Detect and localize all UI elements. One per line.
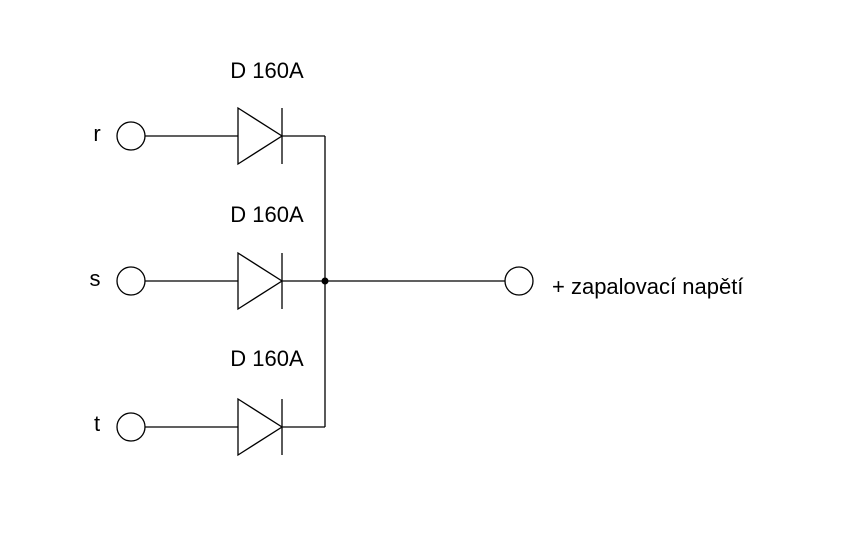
diode-label-s: D 160A <box>230 202 304 227</box>
input-terminal-t <box>116 412 146 442</box>
input-terminal-s <box>116 266 146 296</box>
diode-anode-triangle <box>237 106 284 166</box>
diode-anode-triangle <box>237 397 284 457</box>
diode-label-t: D 160A <box>230 346 304 371</box>
branch-s: s D 160A <box>90 202 325 311</box>
output-terminal <box>504 266 534 296</box>
input-label-s: s <box>90 266 101 291</box>
diode-r <box>237 106 284 166</box>
input-label-r: r <box>93 121 100 146</box>
diode-label-r: D 160A <box>230 58 304 83</box>
output-label: + zapalovací napětí <box>552 274 743 299</box>
diode-t <box>237 397 284 457</box>
branch-t: t D 160A <box>94 346 325 457</box>
diode-s <box>237 251 284 311</box>
branch-r: r D 160A <box>93 58 325 166</box>
input-terminal-r <box>116 121 146 151</box>
input-label-t: t <box>94 411 100 436</box>
diode-anode-triangle <box>237 251 284 311</box>
